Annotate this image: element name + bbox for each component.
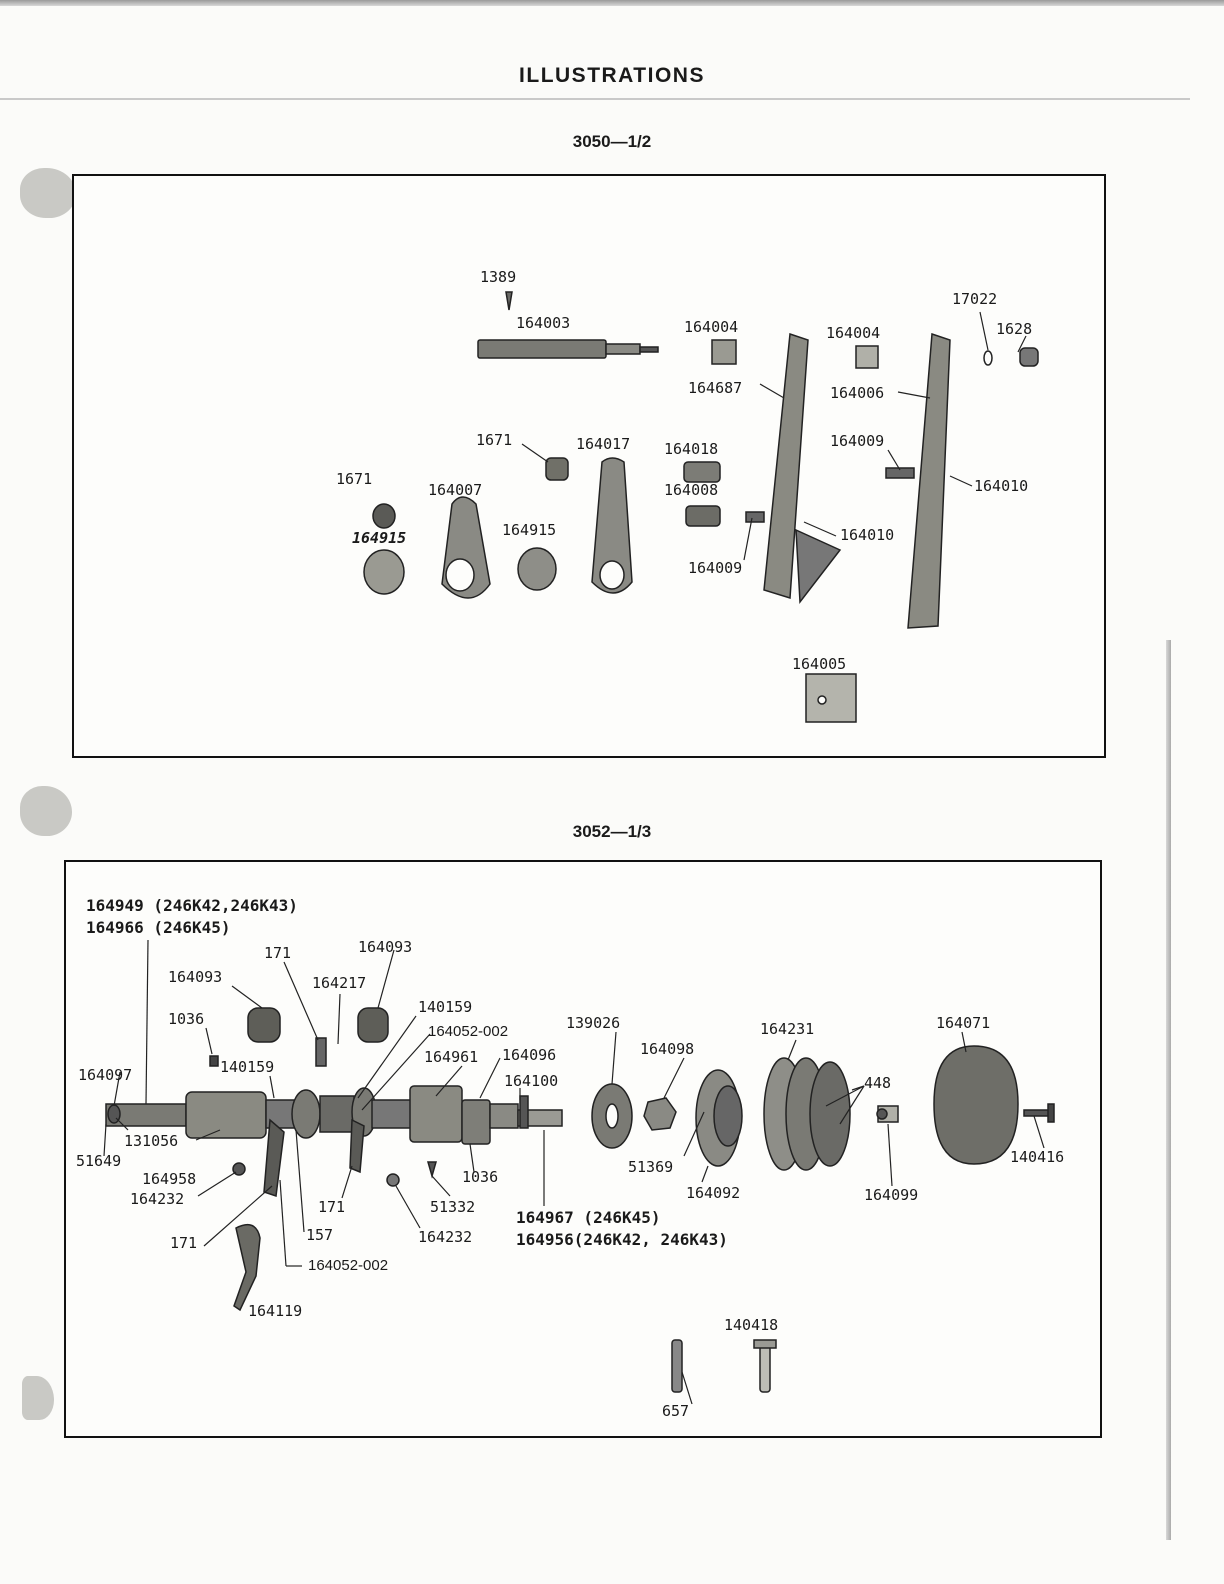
part-label: 140416 bbox=[1010, 1148, 1065, 1166]
part-label: 164958 bbox=[142, 1170, 197, 1188]
part-label: 164007 bbox=[428, 481, 483, 499]
part-label: 164097 bbox=[78, 1066, 133, 1084]
part-label: 140159 bbox=[220, 1058, 275, 1076]
part-label: 171 bbox=[264, 944, 292, 962]
part-label: 164100 bbox=[504, 1072, 559, 1090]
part-label: 140418 bbox=[724, 1316, 779, 1334]
part-label: 17022 bbox=[952, 290, 998, 308]
part-label: 164052-002 bbox=[308, 1257, 389, 1274]
page-top-edge bbox=[0, 0, 1224, 6]
page-binding-shadow bbox=[1166, 640, 1171, 1540]
page-heading: ILLUSTRATIONS bbox=[519, 64, 705, 87]
part-label: 164005 bbox=[792, 655, 847, 673]
part-label: 171 bbox=[318, 1198, 346, 1216]
page-stain bbox=[20, 786, 72, 836]
part-label: 448 bbox=[864, 1074, 892, 1092]
part-label: 164009 bbox=[830, 432, 885, 450]
part-label: 164687 bbox=[688, 379, 743, 397]
heading-rule bbox=[0, 98, 1190, 100]
part-label: 164098 bbox=[640, 1040, 695, 1058]
part-label: 1036 bbox=[168, 1010, 205, 1028]
part-label: 164018 bbox=[664, 440, 719, 458]
part-label: 657 bbox=[662, 1402, 690, 1420]
figure-2-panel bbox=[64, 860, 1102, 1438]
part-label: 164956(246K42, 246K43) bbox=[516, 1230, 728, 1249]
part-label: 164008 bbox=[664, 481, 719, 499]
part-label: 164006 bbox=[830, 384, 885, 402]
page-stain bbox=[22, 1376, 54, 1420]
part-label: 164004 bbox=[684, 318, 739, 336]
figure-1-caption: 3050—1/2 bbox=[572, 132, 652, 151]
part-label: 164119 bbox=[248, 1302, 303, 1320]
part-label: 1671 bbox=[476, 431, 513, 449]
part-label: 164004 bbox=[826, 324, 881, 342]
part-label: 164949 (246K42,246K43) bbox=[86, 896, 298, 915]
part-label: 157 bbox=[306, 1226, 334, 1244]
part-label: 164232 bbox=[130, 1190, 185, 1208]
part-label: 140159 bbox=[418, 998, 473, 1016]
part-label: 164052-002 bbox=[428, 1023, 509, 1040]
part-label: 164096 bbox=[502, 1046, 557, 1064]
part-label: 164010 bbox=[840, 526, 895, 544]
part-label: 1036 bbox=[462, 1168, 499, 1186]
part-label: 1671 bbox=[336, 470, 373, 488]
part-label: 164003 bbox=[516, 314, 571, 332]
part-label: 164017 bbox=[576, 435, 631, 453]
part-label: 164093 bbox=[358, 938, 413, 956]
part-label: 164967 (246K45) bbox=[516, 1208, 661, 1227]
part-label: 164092 bbox=[686, 1184, 741, 1202]
part-label: 164010 bbox=[974, 477, 1029, 495]
part-label: 164915 bbox=[352, 529, 407, 547]
part-label: 164231 bbox=[760, 1020, 815, 1038]
part-label: 1628 bbox=[996, 320, 1033, 338]
part-label: 51369 bbox=[628, 1158, 674, 1176]
figure-2-caption: 3052—1/3 bbox=[572, 822, 652, 841]
part-label: 171 bbox=[170, 1234, 198, 1252]
part-label: 51649 bbox=[76, 1152, 122, 1170]
part-label: 164071 bbox=[936, 1014, 991, 1032]
part-label: 164099 bbox=[864, 1186, 919, 1204]
part-label: 164009 bbox=[688, 559, 743, 577]
part-label: 164966 (246K45) bbox=[86, 918, 231, 937]
part-label: 164093 bbox=[168, 968, 223, 986]
part-label: 164915 bbox=[502, 521, 557, 539]
part-label: 164232 bbox=[418, 1228, 473, 1246]
part-label: 51332 bbox=[430, 1198, 476, 1216]
part-label: 139026 bbox=[566, 1014, 621, 1032]
part-label: 1389 bbox=[480, 268, 517, 286]
part-label: 164961 bbox=[424, 1048, 479, 1066]
part-label: 164217 bbox=[312, 974, 367, 992]
part-label: 131056 bbox=[124, 1132, 179, 1150]
page-stain bbox=[20, 168, 76, 218]
